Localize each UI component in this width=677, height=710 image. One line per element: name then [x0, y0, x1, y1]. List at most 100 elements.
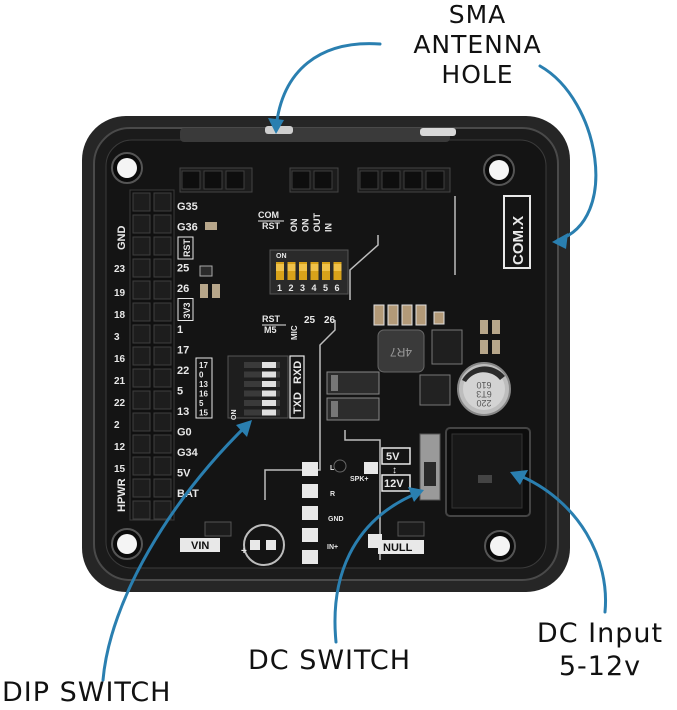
dip-left-on: ON	[231, 410, 238, 421]
dip-left-pin-label: 0	[199, 371, 204, 380]
left-header-label: GND	[116, 226, 128, 251]
antenna-window	[180, 128, 450, 142]
inner-label-box	[177, 298, 194, 321]
header-pin-socket	[153, 280, 172, 300]
rxd-label: RXD	[292, 361, 304, 384]
j3-label: L	[330, 465, 335, 472]
ic-u7	[431, 329, 463, 365]
dip-left-key[interactable]	[262, 409, 276, 416]
j3-pad	[302, 484, 318, 498]
top-header-socket	[181, 170, 201, 190]
header-pin-socket	[132, 434, 151, 454]
inner-label: 13	[177, 406, 189, 418]
left-header-label: HPWR	[116, 478, 128, 512]
dip-top-key-lever	[287, 264, 296, 271]
header-pin-socket	[132, 346, 151, 366]
dc-input-line-1: DC Input	[536, 618, 664, 649]
inner-label: 22	[177, 365, 189, 377]
left-header-label: 22	[114, 398, 126, 409]
left-header-label: 23	[114, 264, 126, 275]
dip-left-pin-label: 5	[199, 399, 204, 408]
top-header-socket	[203, 170, 223, 190]
mount-hole-bl	[111, 528, 143, 560]
header-vin	[204, 521, 232, 537]
dip-bottom-label: 25	[304, 315, 316, 326]
comx-callout-curve	[538, 64, 598, 242]
dip-left-key[interactable]	[262, 400, 276, 406]
txd-label: TXD	[292, 392, 304, 414]
left-header-label: 2	[114, 420, 120, 431]
dip-top-number: 5	[323, 283, 328, 293]
board-title: COM.X	[510, 216, 527, 265]
left-header-label: 3	[114, 332, 120, 343]
dip-bottom-label: RST	[262, 314, 281, 324]
r5-part	[200, 284, 208, 298]
vin-label: VIN	[191, 540, 209, 552]
cap-marking-line: 6T3	[476, 389, 492, 399]
dc-jack-inner	[451, 433, 523, 509]
j3-pad	[302, 506, 318, 520]
dc-input-line-2: 5-12v	[558, 651, 642, 682]
header-pin-socket	[132, 500, 151, 520]
dip-top-number: 4	[312, 283, 317, 293]
dip-switch-callout-curve	[101, 422, 250, 682]
dip-top-keys	[276, 262, 342, 280]
top-header-socket	[291, 170, 311, 190]
dip-left-key[interactable]	[262, 371, 276, 378]
header-pin-socket	[153, 192, 172, 212]
r4-part	[212, 284, 220, 298]
dip-top-label: ON	[301, 219, 311, 233]
dip-left-key[interactable]	[262, 390, 276, 397]
dip-left-pin-label: 16	[199, 390, 208, 399]
dip-top-on: ON	[276, 253, 287, 260]
header-pin-socket	[153, 368, 172, 388]
dip-left-pin-label: 13	[199, 380, 208, 389]
dip-left-pin-label: 15	[199, 409, 208, 418]
svg-text:+: +	[241, 546, 247, 557]
j3-pad	[302, 550, 318, 564]
battery-connector: +	[241, 524, 285, 566]
dc-switch-callout: DC SWITCH	[248, 645, 412, 676]
sma-line-2: ANTENNA	[413, 30, 542, 59]
q1-part	[199, 265, 213, 277]
dip-top-label: OUT	[312, 213, 322, 233]
header-pin-socket	[153, 390, 172, 410]
left-header-label: 19	[114, 288, 126, 299]
left-pin-header	[129, 189, 175, 521]
switch-arrow: ↕	[392, 465, 397, 476]
header-pin-socket	[153, 302, 172, 322]
left-header-label: 12	[114, 442, 126, 453]
top-header-socket	[425, 170, 445, 190]
diode-d2	[326, 397, 380, 421]
mic	[333, 459, 347, 473]
smd-cap	[373, 304, 385, 326]
diode-d2-band	[331, 401, 338, 417]
header-pin-socket	[132, 192, 151, 212]
dip-left-key[interactable]	[262, 381, 276, 387]
inner-label: G36	[177, 222, 198, 234]
inductor-l1	[377, 329, 425, 373]
smd-cap	[415, 304, 427, 326]
vin-label-box	[180, 538, 220, 552]
small-caps-row	[373, 304, 445, 326]
header-pin-socket	[132, 478, 151, 498]
r6-part	[205, 222, 217, 230]
dip-top-key-lever	[310, 264, 319, 271]
dc-jack-pin	[478, 475, 492, 483]
top-header-socket	[381, 170, 401, 190]
left-header-label: 21	[114, 376, 126, 387]
silk-trace-3	[344, 430, 381, 560]
dip-top-number: 3	[300, 283, 305, 293]
smd-cap	[387, 304, 399, 326]
dip-switch-callout: DIP SWITCH	[2, 677, 172, 708]
dc-slide-switch-knob[interactable]	[424, 462, 436, 486]
dip-left-key[interactable]	[262, 362, 276, 368]
sma-line-3: HOLE	[441, 60, 514, 89]
inner-label: RST	[182, 238, 192, 257]
switch-5v-box	[381, 447, 411, 465]
smd-resistors-right	[480, 320, 500, 354]
